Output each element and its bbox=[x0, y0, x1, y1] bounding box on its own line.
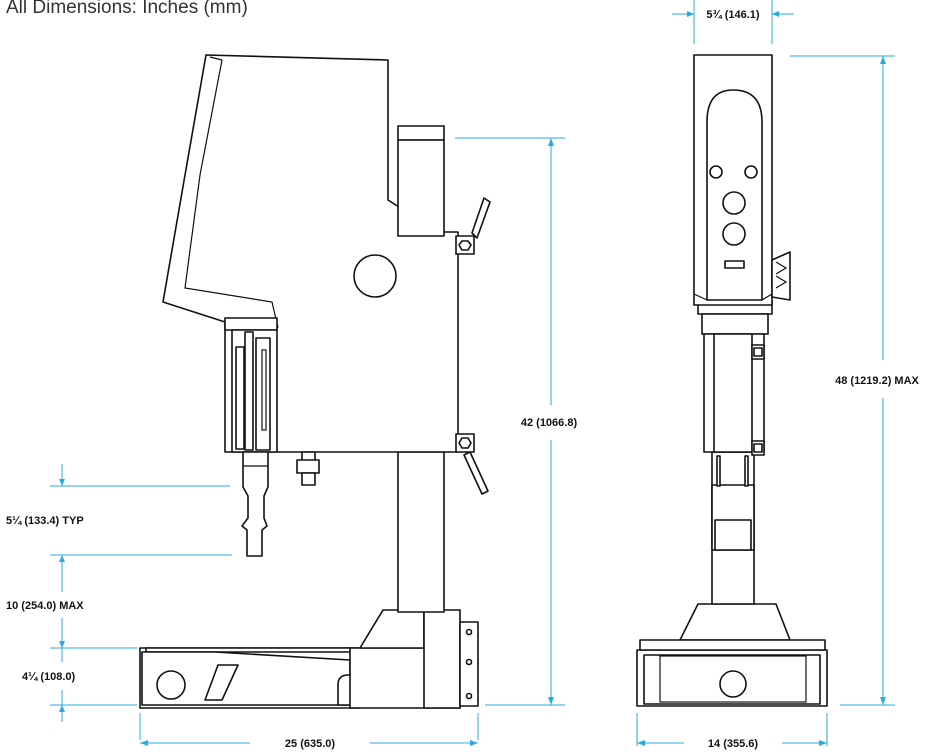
front-actuator bbox=[697, 299, 773, 456]
side-view bbox=[139, 54, 491, 709]
dim-column-height: 42 (1066.8) bbox=[521, 417, 578, 429]
side-column bbox=[397, 451, 445, 613]
front-view bbox=[636, 54, 828, 707]
dim-base-height: 4¼ (108.0) bbox=[22, 671, 76, 683]
side-head bbox=[162, 54, 491, 495]
front-head bbox=[693, 54, 791, 306]
dimension-lines bbox=[50, 0, 895, 746]
dim-top-width: 5¾ (146.1) bbox=[706, 9, 760, 21]
dim-base-depth: 25 (635.0) bbox=[285, 738, 335, 750]
dimension-labels: 5¾ (146.1) 48 (1219.2) MAX 42 (1066.8) 5… bbox=[6, 9, 920, 750]
side-base bbox=[139, 609, 479, 709]
dim-stroke: 10 (254.0) MAX bbox=[6, 600, 84, 612]
side-actuator bbox=[224, 317, 278, 453]
front-column bbox=[711, 451, 755, 605]
dim-horn-length: 5¼ (133.4) TYP bbox=[6, 515, 84, 527]
side-horn bbox=[241, 451, 269, 557]
dim-base-width: 14 (355.6) bbox=[708, 738, 758, 750]
front-base bbox=[636, 603, 828, 707]
units-note: All Dimensions: Inches (mm) bbox=[6, 0, 248, 18]
dim-overall-height: 48 (1219.2) MAX bbox=[835, 375, 919, 387]
